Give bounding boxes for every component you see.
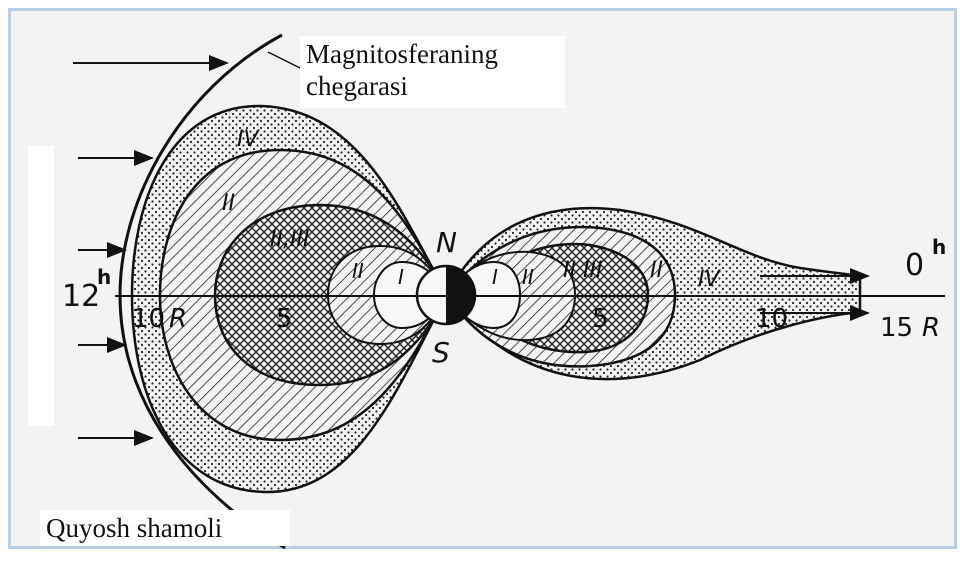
zone-i-label-night: I: [492, 265, 498, 289]
midnight-hour-mark: h: [932, 235, 946, 259]
north-pole-label: N: [436, 226, 457, 259]
zone-ii-label-night: II: [650, 258, 663, 283]
noon-label: 12: [62, 279, 100, 314]
zone-ii-label-inner-night: II: [522, 265, 534, 289]
zone-iv-label-day: IV: [237, 127, 260, 152]
zone-i-label-day: I: [398, 265, 404, 289]
boundary-caption: Magnitosferaning chegarasi: [300, 36, 565, 108]
midnight-label: 0: [905, 248, 924, 283]
axis-tick-5-day: 5: [276, 304, 293, 334]
solar-wind-caption: Quyosh shamoli: [40, 510, 290, 546]
axis-tick-10-day: 10: [132, 304, 165, 334]
axis-tick-15-night: 15: [880, 313, 913, 343]
axis-tick-5-night: 5: [592, 304, 609, 334]
zone-ii-label-inner-day: II: [352, 259, 364, 283]
zone-ii-iii-label-day: II,III: [270, 227, 309, 252]
boundary-caption-line-2: chegarasi: [306, 70, 559, 102]
axis-tick-r-night: R: [922, 313, 940, 343]
noon-hour-mark: h: [97, 265, 111, 289]
axis-tick-r-day: R: [169, 304, 187, 334]
zone-ii-iii-label-night: II III: [563, 258, 602, 283]
axis-tick-10-night: 10: [755, 304, 788, 334]
boundary-pointer: [268, 52, 300, 68]
south-pole-label: S: [432, 336, 450, 369]
zone-ii-label-day: II: [222, 191, 235, 216]
zone-iv-label-night: IV: [698, 267, 721, 292]
boundary-caption-line-1: Magnitosferaning: [306, 38, 559, 70]
